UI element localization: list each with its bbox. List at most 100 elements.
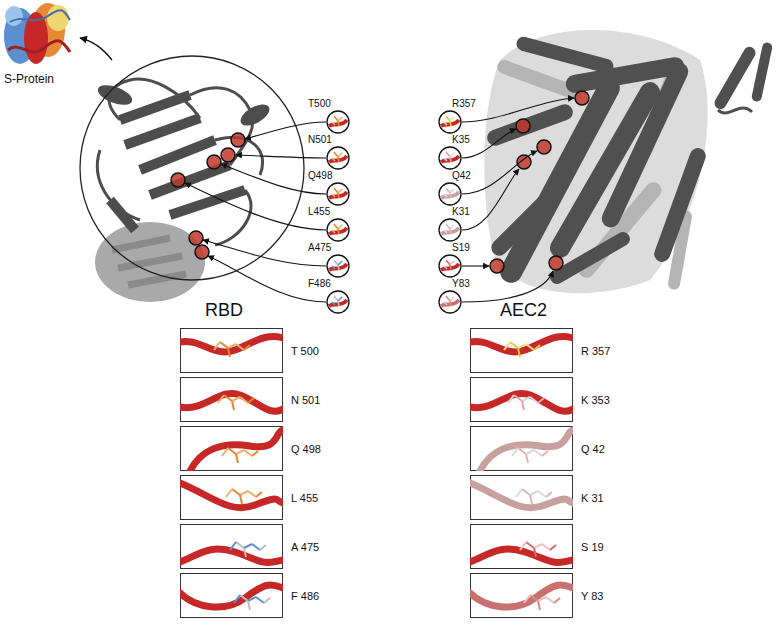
side-chain <box>512 448 518 456</box>
side-chain <box>450 229 451 234</box>
side-chain <box>518 348 520 357</box>
side-chain <box>332 158 335 161</box>
zoom-circle <box>80 56 304 280</box>
zoom-circle-outline <box>439 183 461 205</box>
ribbon <box>180 337 283 352</box>
side-chain <box>214 342 220 350</box>
residue-circle: K31 <box>438 206 484 242</box>
residue-label: R 357 <box>581 345 610 357</box>
residue-circle: S19 <box>438 242 484 278</box>
side-chain <box>252 544 260 550</box>
residue-circle: Q498 <box>308 170 354 206</box>
panel-heading: RBD <box>205 300 243 322</box>
side-chain <box>534 548 536 557</box>
residue-label: A 475 <box>291 541 319 553</box>
residue-label: T500 <box>308 98 354 110</box>
side-chain <box>524 595 530 603</box>
side-chain <box>218 395 224 403</box>
side-chain <box>546 597 554 603</box>
residue-zoom-icon <box>326 290 350 314</box>
side-chain <box>240 495 242 504</box>
residue-circle: R357 <box>438 98 484 134</box>
side-chain <box>444 230 447 233</box>
side-chain <box>538 398 544 403</box>
side-chain <box>522 489 530 495</box>
residue-label: K31 <box>452 206 484 218</box>
ribbon <box>470 393 573 411</box>
ribbon <box>180 549 283 562</box>
side-chain <box>228 448 236 454</box>
residue-label: N 501 <box>291 394 320 406</box>
side-chain <box>236 542 244 548</box>
residue-panel: R 357 <box>470 328 613 373</box>
side-chain <box>228 348 230 357</box>
side-chain <box>332 302 335 305</box>
side-chain <box>222 448 228 456</box>
side-chain <box>508 395 514 403</box>
residue-circle: N501 <box>308 134 354 170</box>
side-chain <box>244 345 250 350</box>
residue-label: S 19 <box>581 541 604 553</box>
residue-label: A475 <box>308 242 354 254</box>
side-chain <box>260 545 266 550</box>
residue-label: T 500 <box>291 345 319 357</box>
side-chain <box>338 261 342 265</box>
label-holder: RBD <box>205 300 243 322</box>
residue-circle: T500 <box>308 98 354 134</box>
side-chain <box>450 153 454 157</box>
side-chain <box>230 542 236 550</box>
residue-label: S19 <box>452 242 484 254</box>
residue-zoom-icon <box>326 146 350 170</box>
side-chain <box>444 158 447 161</box>
side-chain <box>232 397 240 401</box>
rbd-structure <box>95 79 273 302</box>
panel-frame <box>471 574 573 618</box>
side-chain <box>332 122 335 125</box>
residue-zoom-icon <box>438 182 462 206</box>
side-chain <box>240 397 248 403</box>
zoom-arrow <box>80 38 112 60</box>
residue-circle: L455 <box>308 206 354 242</box>
panel-frame <box>471 329 573 373</box>
side-chain <box>338 189 342 193</box>
residue-circle: K35 <box>438 134 484 170</box>
ribbon <box>190 430 283 471</box>
residue-panel: A 475 <box>180 524 322 569</box>
residue-label: Q42 <box>452 170 484 182</box>
side-chain <box>530 495 532 504</box>
side-chain <box>256 597 264 603</box>
side-chain <box>534 544 542 548</box>
side-chain <box>334 224 338 229</box>
side-chain <box>334 260 338 265</box>
residue-panel: Q 498 <box>180 426 323 471</box>
figure-label: S-Protein <box>4 72 54 86</box>
residue-circle: F486 <box>308 278 354 314</box>
ribbon <box>180 393 283 411</box>
side-chain <box>526 450 534 454</box>
panel-frame <box>181 476 283 520</box>
residue-circle: Y83 <box>438 278 484 314</box>
residue-zoom-icon <box>438 290 462 314</box>
side-chain <box>530 491 538 495</box>
residue-label: K35 <box>452 134 484 146</box>
dark-helices <box>485 35 708 286</box>
side-chain <box>444 266 447 269</box>
side-chain <box>446 116 450 121</box>
side-chain <box>522 397 530 401</box>
side-chain <box>220 342 228 348</box>
residue-panel: N 501 <box>180 377 323 422</box>
label-holder: S-Protein <box>4 72 54 86</box>
ribbon <box>470 549 573 562</box>
side-chain <box>248 491 256 497</box>
side-chain <box>256 492 262 497</box>
side-chain <box>530 397 538 403</box>
residue-zoom-icon <box>326 110 350 134</box>
residue-closeup <box>180 475 283 520</box>
side-chain <box>338 153 342 157</box>
side-chain <box>244 548 246 557</box>
side-chain <box>334 188 338 193</box>
residue-zoom-icon <box>438 146 462 170</box>
residue-closeup <box>180 426 283 471</box>
ribbon <box>180 585 283 607</box>
